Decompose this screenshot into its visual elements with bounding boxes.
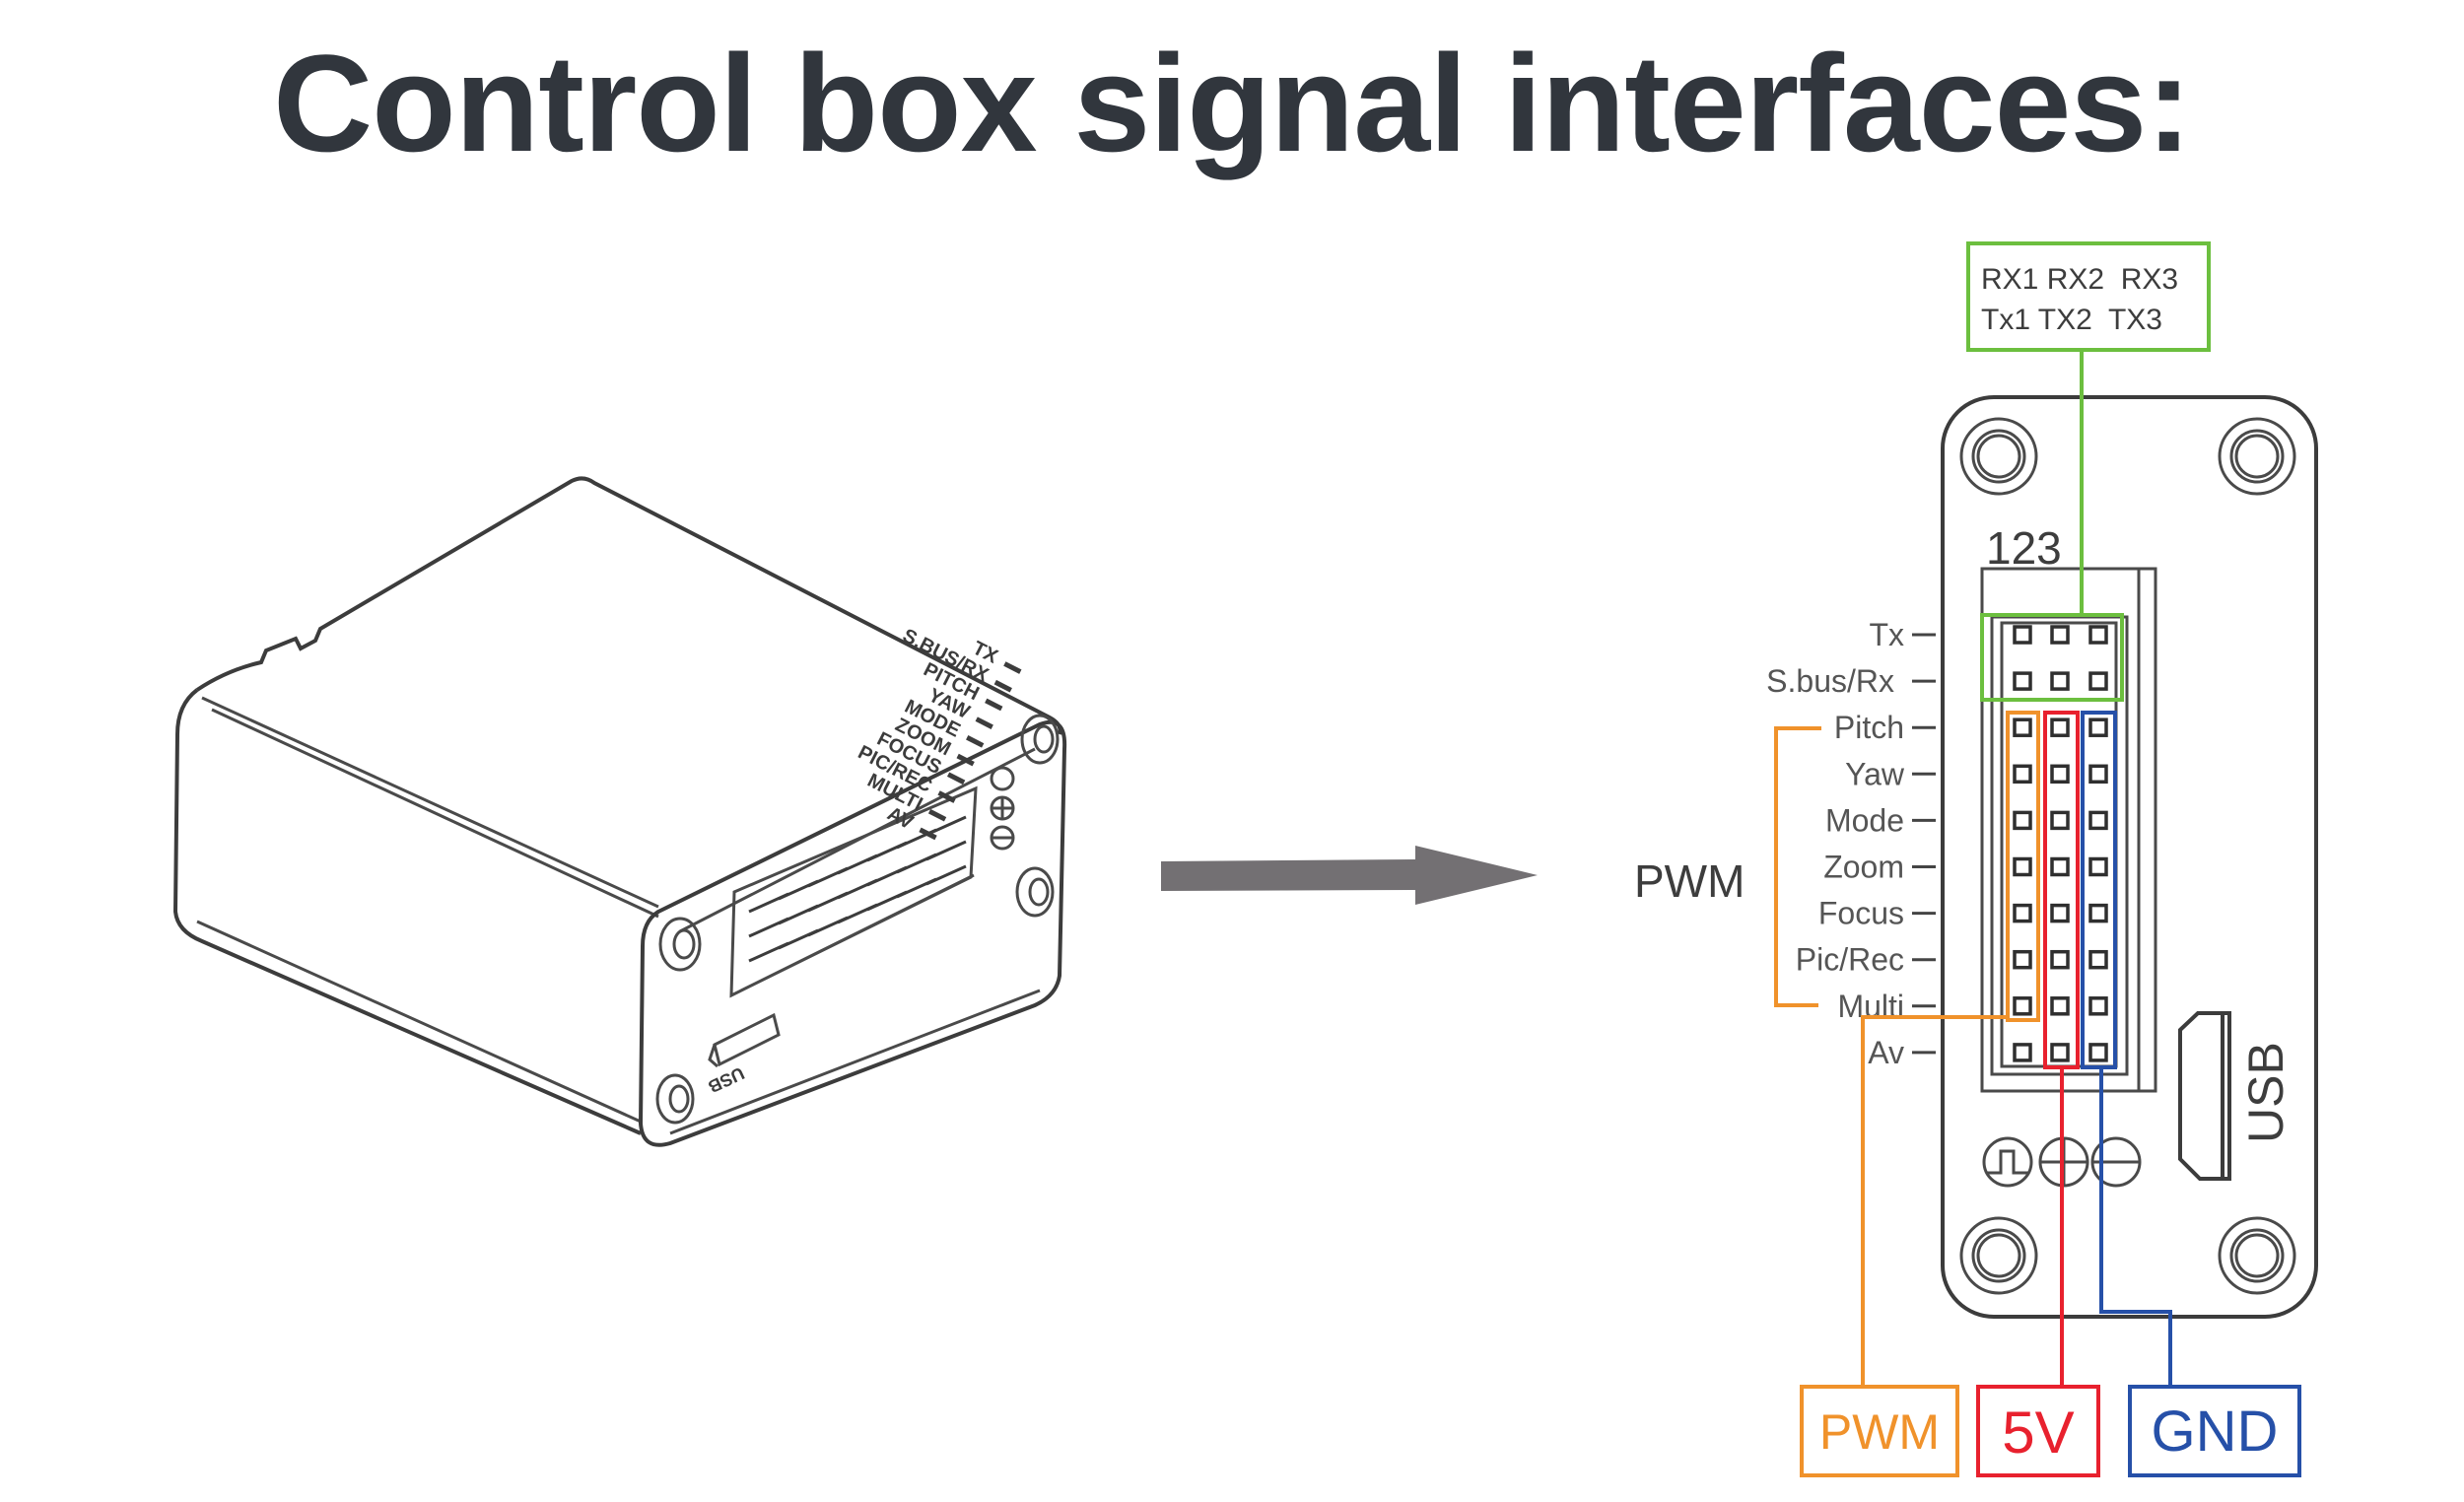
pin-icon	[2013, 1043, 2032, 1062]
output-labels: PWM 5V GND	[1800, 1385, 2301, 1477]
pin-icon	[2088, 996, 2108, 1016]
mounting-hole-icon	[1959, 1216, 2038, 1295]
pin-header	[2013, 625, 2108, 1062]
pin-label-tx: Tx	[1869, 617, 1904, 652]
connector-housing-outer	[1980, 567, 2157, 1093]
pin-icon	[2088, 1043, 2108, 1062]
column-numbers: 123	[1986, 522, 2062, 574]
box-top-edge	[201, 696, 659, 909]
output-gnd-label: GND	[2152, 1400, 2279, 1464]
pin-icon	[2050, 717, 2070, 737]
pwm-pin-group-outline	[2006, 711, 2040, 1022]
pin-icon	[2013, 949, 2032, 970]
pin-labels: TxS.bus/RxPitchYawModeZoomFocusPic/RecMu…	[1766, 617, 1936, 1070]
pin-icon	[2088, 903, 2108, 923]
gnd-pin-group-outline	[2081, 711, 2117, 1069]
pin-icon	[2050, 810, 2070, 831]
output-5v-label: 5V	[2002, 1400, 2074, 1466]
pwm-signal-icon	[1982, 1136, 2033, 1188]
pin-icon	[2088, 671, 2108, 691]
mounting-holes	[1959, 417, 2296, 1295]
pin-icon	[2013, 996, 2032, 1016]
pin-label-s-bus-rx: S.bus/Rx	[1766, 663, 1894, 699]
mounting-hole-icon	[2218, 1216, 2296, 1295]
pin-label-focus: Focus	[1818, 896, 1904, 931]
mounting-hole-icon	[1959, 417, 2038, 496]
page-title: Control box signal interfaces:	[273, 26, 2192, 180]
box-left-edge-top	[211, 708, 659, 919]
pin-icon	[2088, 949, 2108, 970]
box-left-edge-bottom	[196, 920, 642, 1124]
interface-panel: 123 TxS.bus/RxPitchYawModeZoomFocusPic/R…	[1634, 241, 2318, 1387]
arrow-right-icon	[1161, 846, 1538, 905]
usb-port-icon	[2178, 1011, 2231, 1181]
pin-icon	[2088, 810, 2108, 831]
output-pwm: PWM	[1800, 1385, 1959, 1477]
pin-icon	[2088, 856, 2108, 877]
pin-icon	[2050, 625, 2070, 645]
pwm-group-bracket	[1774, 726, 1821, 1007]
pin-icon	[2050, 949, 2070, 970]
box-screw-holes	[655, 714, 1060, 1125]
pin-icon	[2013, 810, 2032, 831]
pin-icon	[2088, 717, 2108, 737]
pin-icon	[2088, 764, 2108, 785]
uart-pin-group-outline	[1980, 613, 2124, 702]
pin-icon	[2050, 764, 2070, 785]
box-left-face	[172, 688, 642, 1135]
uart-tx-labels: Tx1 TX2 TX3	[1981, 304, 2162, 336]
pin-label-pitch: Pitch	[1834, 710, 1904, 745]
pin-label-av: Av	[1868, 1035, 1904, 1070]
mounting-hole-icon	[2218, 417, 2296, 496]
pin-icon	[2088, 625, 2108, 645]
control-box-3d-drawing: TX S.BUS/RX PITCH YAW MODE ZOOM FOCUS PI…	[172, 476, 1067, 1147]
output-pwm-label: PWM	[1819, 1404, 1940, 1460]
uart-label-box: RX1 RX2 RX3 Tx1 TX2 TX3	[1966, 241, 2211, 352]
pin-label-pic-rec: Pic/Rec	[1796, 942, 1904, 978]
pwm-wire	[1861, 1015, 2008, 1387]
uart-rx-labels: RX1 RX2 RX3	[1981, 263, 2178, 296]
box-usb-label: USB	[705, 1063, 747, 1097]
pwm-group-label: PWM	[1634, 855, 1745, 907]
pin-icon	[2013, 717, 2032, 737]
pin-label-zoom: Zoom	[1823, 850, 1904, 885]
box-front-face	[638, 719, 1067, 1147]
pin-icon	[2013, 671, 2032, 691]
pin-label-mode: Mode	[1825, 802, 1904, 838]
box-usb-port	[708, 1012, 781, 1068]
pin-icon	[2013, 856, 2032, 877]
box-header-pins	[748, 815, 967, 963]
box-connector-opening	[729, 785, 978, 998]
pin-icon	[2050, 1043, 2070, 1062]
output-gnd: GND	[2128, 1385, 2301, 1477]
pin-icon	[2050, 671, 2070, 691]
pin-icon	[2050, 903, 2070, 923]
pin-icon	[2050, 996, 2070, 1016]
box-polarity-symbols	[990, 766, 1015, 851]
pin-label-yaw: Yaw	[1845, 756, 1905, 791]
output-5v: 5V	[1976, 1385, 2100, 1477]
panel-outline	[1941, 395, 2318, 1319]
gnd-wire	[2099, 1067, 2172, 1387]
usb-label: USB	[2238, 1042, 2293, 1143]
pin-icon	[2050, 856, 2070, 877]
pin-icon	[2013, 764, 2032, 785]
pin-icon	[2013, 625, 2032, 645]
pin-icon	[2013, 903, 2032, 923]
